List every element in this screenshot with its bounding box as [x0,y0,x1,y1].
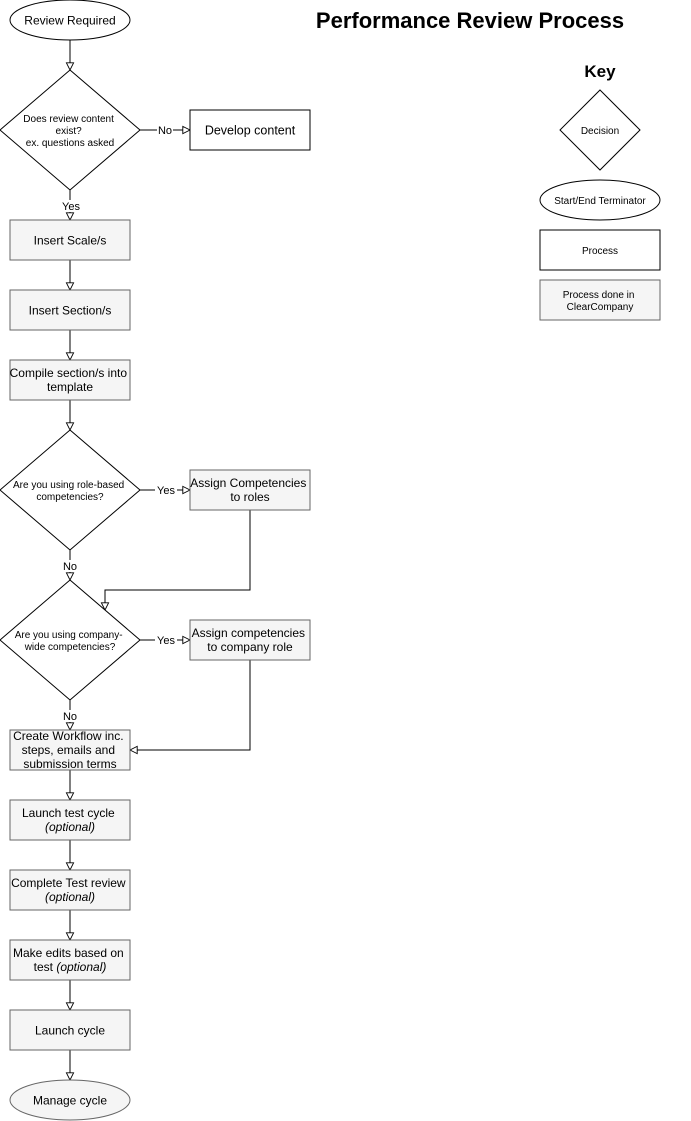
svg-text:Decision: Decision [581,126,619,137]
svg-text:Launch cycle: Launch cycle [35,1024,105,1038]
process-assign-company: Assign competencies to company role [189,619,311,661]
process-develop-content: Develop content [189,109,311,151]
svg-text:Are you using role-based: Are you using role-based competencies? [13,480,127,503]
process-launch-test: Launch test cycle (optional) [9,799,131,841]
key-terminator: Start/End Terminator [539,179,661,221]
edges [70,40,251,1080]
edge-label-yes-1: Yes [62,201,80,213]
edge-label-yes-3: Yes [157,635,175,647]
edge-label-yes-2: Yes [157,485,175,497]
svg-text:Make edits based on test: Make edits based on test (optional) [13,946,127,974]
edge-label-no-2: No [63,561,77,573]
svg-text:Insert Section/s: Insert Section/s [29,304,112,318]
edge-assign-company-to-workflow [130,660,251,750]
process-create-workflow: Create Workflow inc. steps, emails and s… [9,729,131,771]
node-manage-cycle: Manage cycle [9,1079,131,1121]
svg-text:Develop content: Develop content [205,124,296,138]
svg-text:Insert Scale/s: Insert Scale/s [34,234,107,248]
svg-text:Complete Test review (op: Complete Test review (optional) [11,876,129,904]
svg-text:Start/End Terminator: Start/End Terminator [554,196,646,207]
process-launch-cycle: Launch cycle [9,1009,131,1051]
decision-content-exists: Does review content exist? ex. questions… [0,69,141,191]
key-process: Process [539,229,661,271]
svg-text:Process done in ClearC: Process done in ClearCompany [563,290,638,313]
decision-company-wide: Are you using company- wide competencies… [0,579,141,701]
edge-label-no-3: No [63,711,77,723]
key-clearcompany-process: Process done in ClearCompany [539,279,661,321]
svg-text:Assign Competencies to r: Assign Competencies to roles [190,476,309,504]
svg-text:Create Workflow inc. ste: Create Workflow inc. steps, emails and s… [13,729,127,771]
diagram-title: Performance Review Process [316,8,624,33]
svg-text:Launch test cycle (optio: Launch test cycle (optional) [22,806,118,834]
edge-labels: No Yes Yes No Yes No [60,124,177,723]
edge-label-no-1: No [158,125,172,137]
edge-assign-roles-to-company-decision [105,510,251,610]
key-heading: Key [584,62,616,81]
process-insert-scales: Insert Scale/s [9,219,131,261]
process-complete-test: Complete Test review (optional) [9,869,131,911]
process-make-edits: Make edits based on test (optional) [9,939,131,981]
svg-text:Assign competencies to c: Assign competencies to company role [192,626,309,654]
svg-text:Review Required: Review Required [24,14,115,28]
process-compile-template: Compile section/s into template [9,359,131,401]
svg-text:Are you using company- w: Are you using company- wide competencies… [15,630,126,653]
svg-text:Does review content exis: Does review content exist? ex. questions… [23,114,116,149]
key-legend: Key Decision Start/End Terminator Proces… [539,62,661,321]
key-decision: Decision [559,89,641,171]
svg-text:Manage cycle: Manage cycle [33,1094,107,1108]
process-assign-roles: Assign Competencies to roles [189,469,311,511]
svg-text:Compile section/s into t: Compile section/s into template [10,366,131,394]
decision-role-based: Are you using role-based competencies? [0,429,141,551]
svg-text:Process: Process [582,246,618,257]
node-review-required: Review Required [9,0,131,41]
process-insert-sections: Insert Section/s [9,289,131,331]
